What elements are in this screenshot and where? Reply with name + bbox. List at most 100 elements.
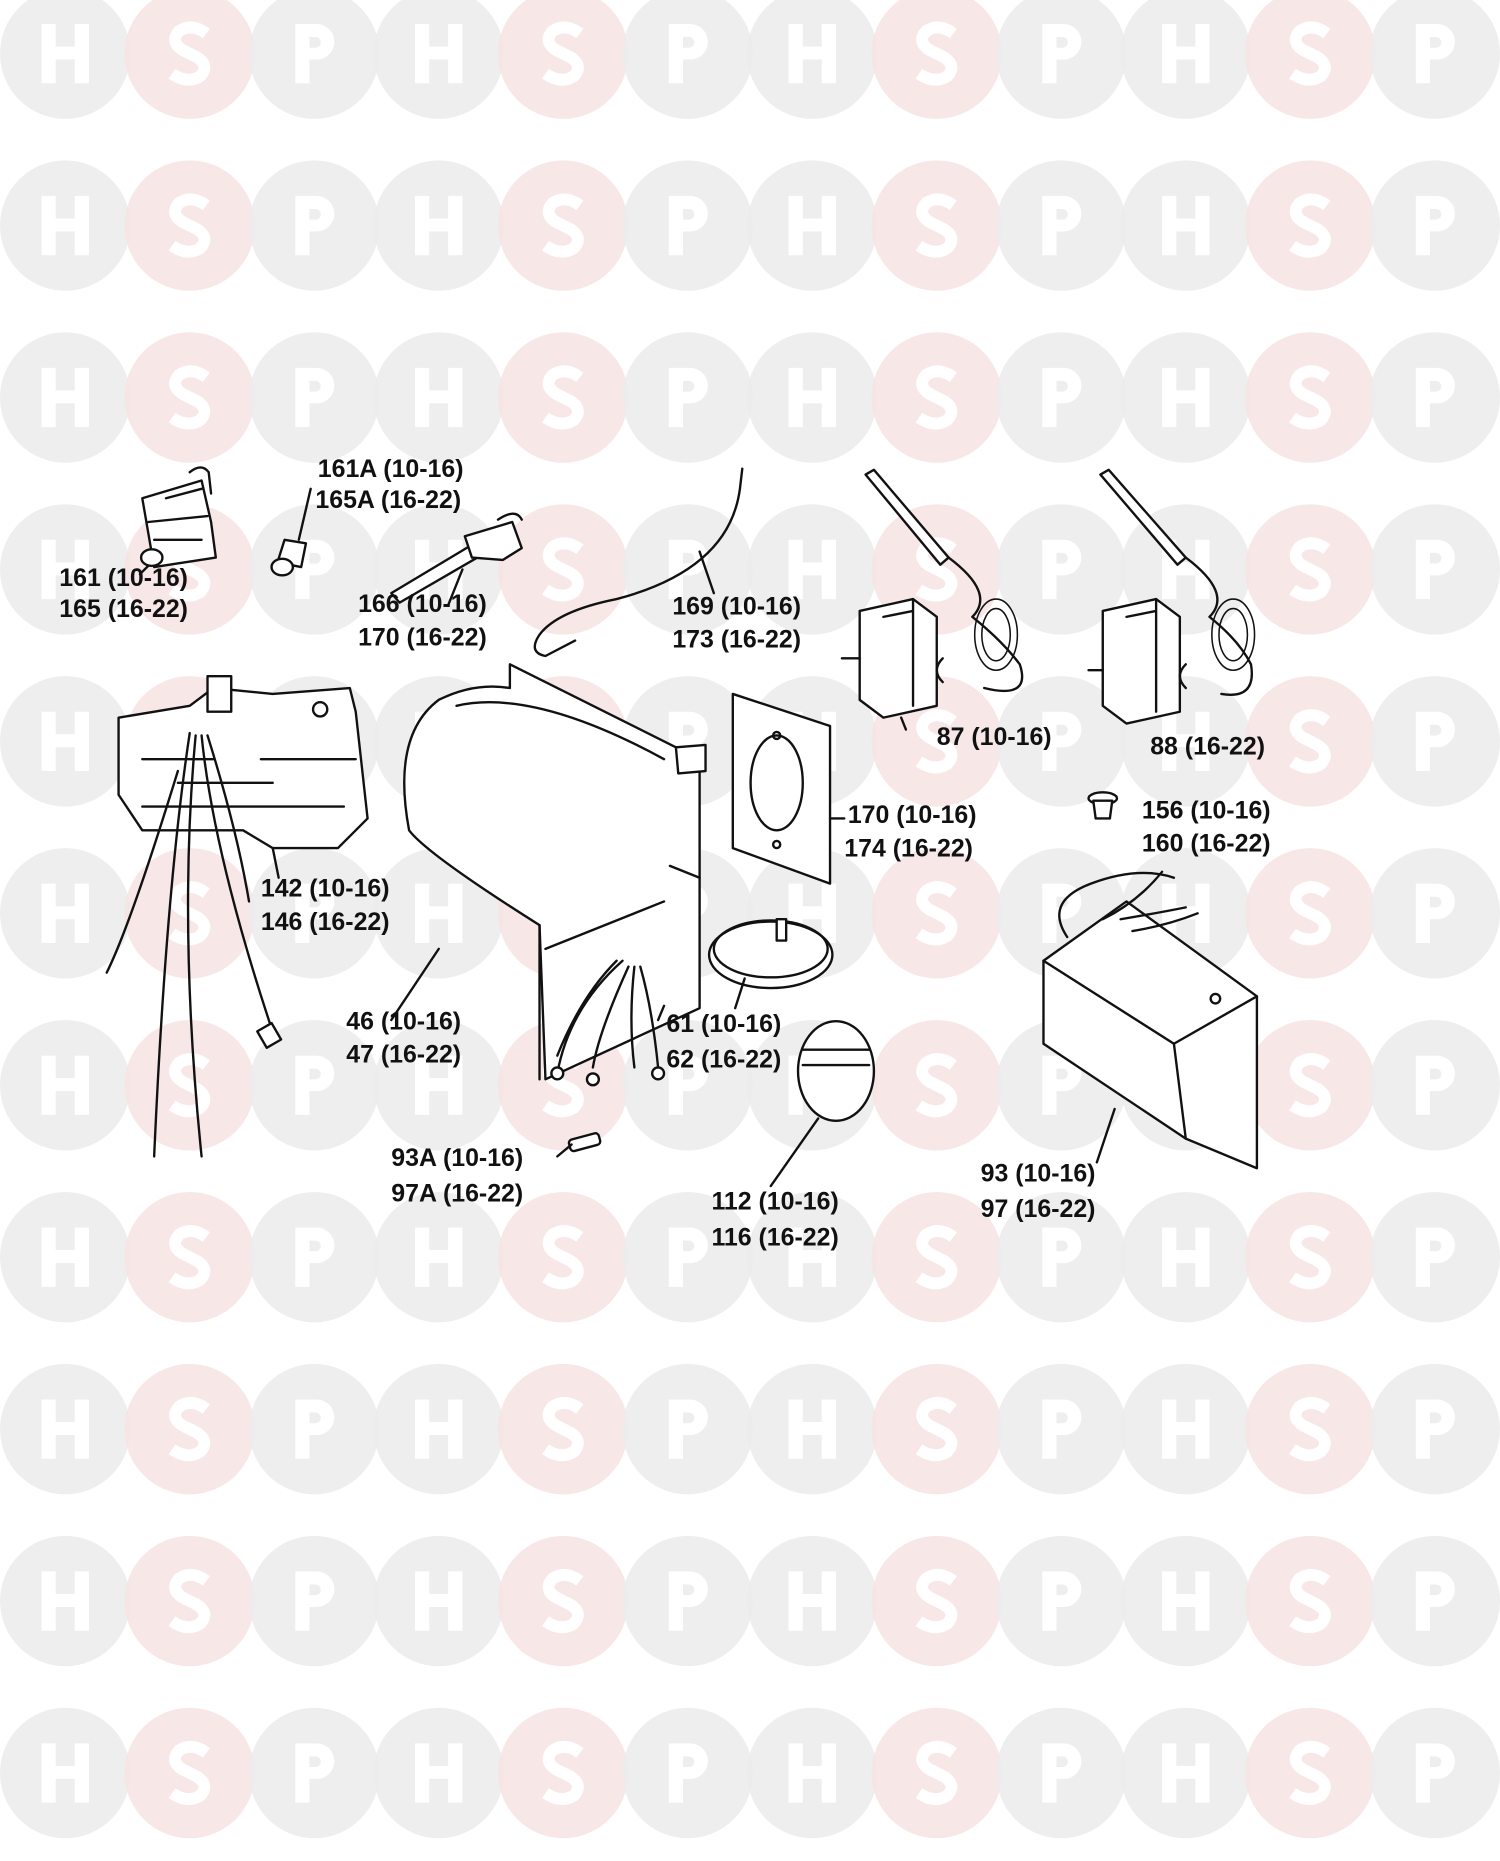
watermark-glyph-h (41, 539, 89, 600)
callout-fuse-1: 93A (10-16) (391, 1144, 523, 1172)
watermark-glyph-h (41, 1571, 89, 1631)
watermark-glyph-s (1289, 881, 1331, 946)
callout-knob-2: 116 (16-22) (711, 1223, 838, 1251)
watermark-glyph-s (915, 365, 958, 430)
watermark-glyph-h (415, 367, 463, 428)
callout-plug-1: 156 (10-16) (1142, 796, 1271, 824)
watermark-glyph-p (1415, 1399, 1455, 1459)
watermark-glyph-h (1162, 367, 1210, 428)
watermark-glyph-h (1162, 711, 1210, 772)
watermark-glyph-p (668, 1571, 708, 1631)
watermark-glyph-p (295, 367, 335, 428)
watermark-glyph-s (542, 1225, 584, 1290)
watermark-glyph-p (668, 1399, 708, 1459)
callout-control-box-1: 93 (10-16) (981, 1159, 1096, 1187)
part-disc[interactable] (707, 918, 834, 1010)
callout-fan-2: 47 (16-22) (346, 1041, 461, 1069)
watermark-glyph-s (168, 193, 211, 258)
watermark-glyph-h (1162, 883, 1210, 943)
watermark-glyph-h (41, 1227, 89, 1287)
watermark-glyph-s (1289, 21, 1331, 86)
watermark-glyph-p (295, 1571, 335, 1631)
callout-thermostat-87: 87 (10-16) (937, 723, 1052, 751)
callout-gas-valve-1: 142 (10-16) (261, 875, 390, 903)
watermark-glyph-s (1289, 709, 1331, 774)
watermark-glyph-s (1289, 1740, 1331, 1806)
part-gas-valve[interactable] (105, 674, 369, 1158)
watermark-glyph-s (915, 1053, 958, 1118)
watermark-glyph-h (788, 23, 836, 84)
callout-disc-1: 61 (10-16) (666, 1010, 781, 1038)
watermark-glyph-h (788, 195, 836, 256)
watermark-glyph-p (295, 539, 335, 600)
watermark-glyph-s (915, 1569, 958, 1634)
callout-labels: 161 (10-16) 165 (16-22) 161A (10-16) 165… (59, 455, 1270, 1251)
part-fan[interactable] (390, 663, 707, 1087)
watermark-glyph-h (415, 1399, 463, 1459)
watermark-glyph-p (1415, 539, 1455, 600)
watermark-glyph-h (788, 539, 836, 600)
part-control-box[interactable] (1042, 870, 1259, 1170)
callout-disc-2: 62 (16-22) (666, 1045, 781, 1073)
part-thermostat-88[interactable] (1087, 468, 1256, 725)
watermark-glyph-s (1289, 537, 1331, 602)
watermark-glyph-p (668, 1055, 708, 1115)
watermark-glyph-p (1415, 1055, 1455, 1115)
watermark-glyph-h (788, 1399, 836, 1459)
watermark-glyph-p (1042, 883, 1082, 943)
watermark-glyph-p (1042, 1227, 1082, 1287)
watermark-glyph-s (542, 537, 584, 602)
watermark-glyph-s (1289, 1569, 1331, 1634)
watermark-glyph-p (1415, 1571, 1455, 1631)
watermark-glyph-h (788, 1571, 836, 1631)
part-electrode-a[interactable] (270, 487, 312, 577)
watermark-glyph-p (1042, 195, 1082, 256)
watermark-glyph-s (168, 1569, 211, 1634)
watermark-glyph-h (1162, 1227, 1210, 1287)
watermark-glyph-h (415, 195, 463, 256)
watermark-glyph-p (668, 195, 708, 256)
watermark-glyph-s (168, 1053, 211, 1118)
watermark-glyph-h (788, 367, 836, 428)
callout-thermostat-88: 88 (16-22) (1150, 732, 1265, 760)
watermark-glyph-s (915, 193, 958, 258)
watermark-glyph-p (1415, 195, 1455, 256)
watermark-glyph-h (788, 1227, 836, 1287)
watermark-glyph-s (542, 365, 584, 430)
callout-fuse-2: 97A (16-22) (391, 1179, 523, 1207)
watermark-glyph-s (1289, 1053, 1331, 1118)
watermark-glyph-p (295, 883, 335, 943)
watermark-glyph-h (41, 367, 89, 428)
watermark-glyph-p (1042, 539, 1082, 600)
callout-gasket-2: 174 (16-22) (844, 834, 973, 862)
callout-electrode-1: 166 (10-16) (358, 590, 487, 618)
callout-fan-1: 46 (10-16) (346, 1008, 461, 1036)
watermark-glyph-h (1162, 23, 1210, 84)
watermark-glyph-p (668, 1743, 708, 1803)
watermark-glyph-s (542, 1569, 584, 1634)
watermark-glyph-s (542, 21, 584, 86)
part-plug[interactable] (1087, 791, 1119, 820)
part-fuse[interactable] (556, 1132, 602, 1158)
callout-lead-2: 173 (16-22) (672, 626, 801, 654)
watermark-glyph-h (415, 1571, 463, 1631)
watermark-glyph-s (1289, 1397, 1331, 1462)
watermark-glyph-h (1162, 1743, 1210, 1803)
part-lead[interactable] (533, 467, 744, 658)
part-thermostat-87[interactable] (840, 468, 1024, 731)
callout-gasket-1: 170 (10-16) (848, 801, 977, 829)
part-knob[interactable] (769, 1020, 876, 1188)
watermark-glyph-h (41, 1399, 89, 1459)
part-electrode[interactable] (390, 512, 523, 607)
part-igniter[interactable] (138, 466, 217, 576)
watermark-glyph-h (788, 1743, 836, 1803)
part-gasket[interactable] (731, 692, 846, 885)
watermark-glyph-h (1162, 1399, 1210, 1459)
watermark-glyph-p (668, 367, 708, 428)
watermark-glyph-h (1162, 1571, 1210, 1631)
watermark-glyph-p (668, 23, 708, 84)
callout-plug-2: 160 (16-22) (1142, 830, 1271, 858)
watermark-glyph-s (168, 21, 211, 86)
watermark-glyph-s (168, 1740, 211, 1806)
